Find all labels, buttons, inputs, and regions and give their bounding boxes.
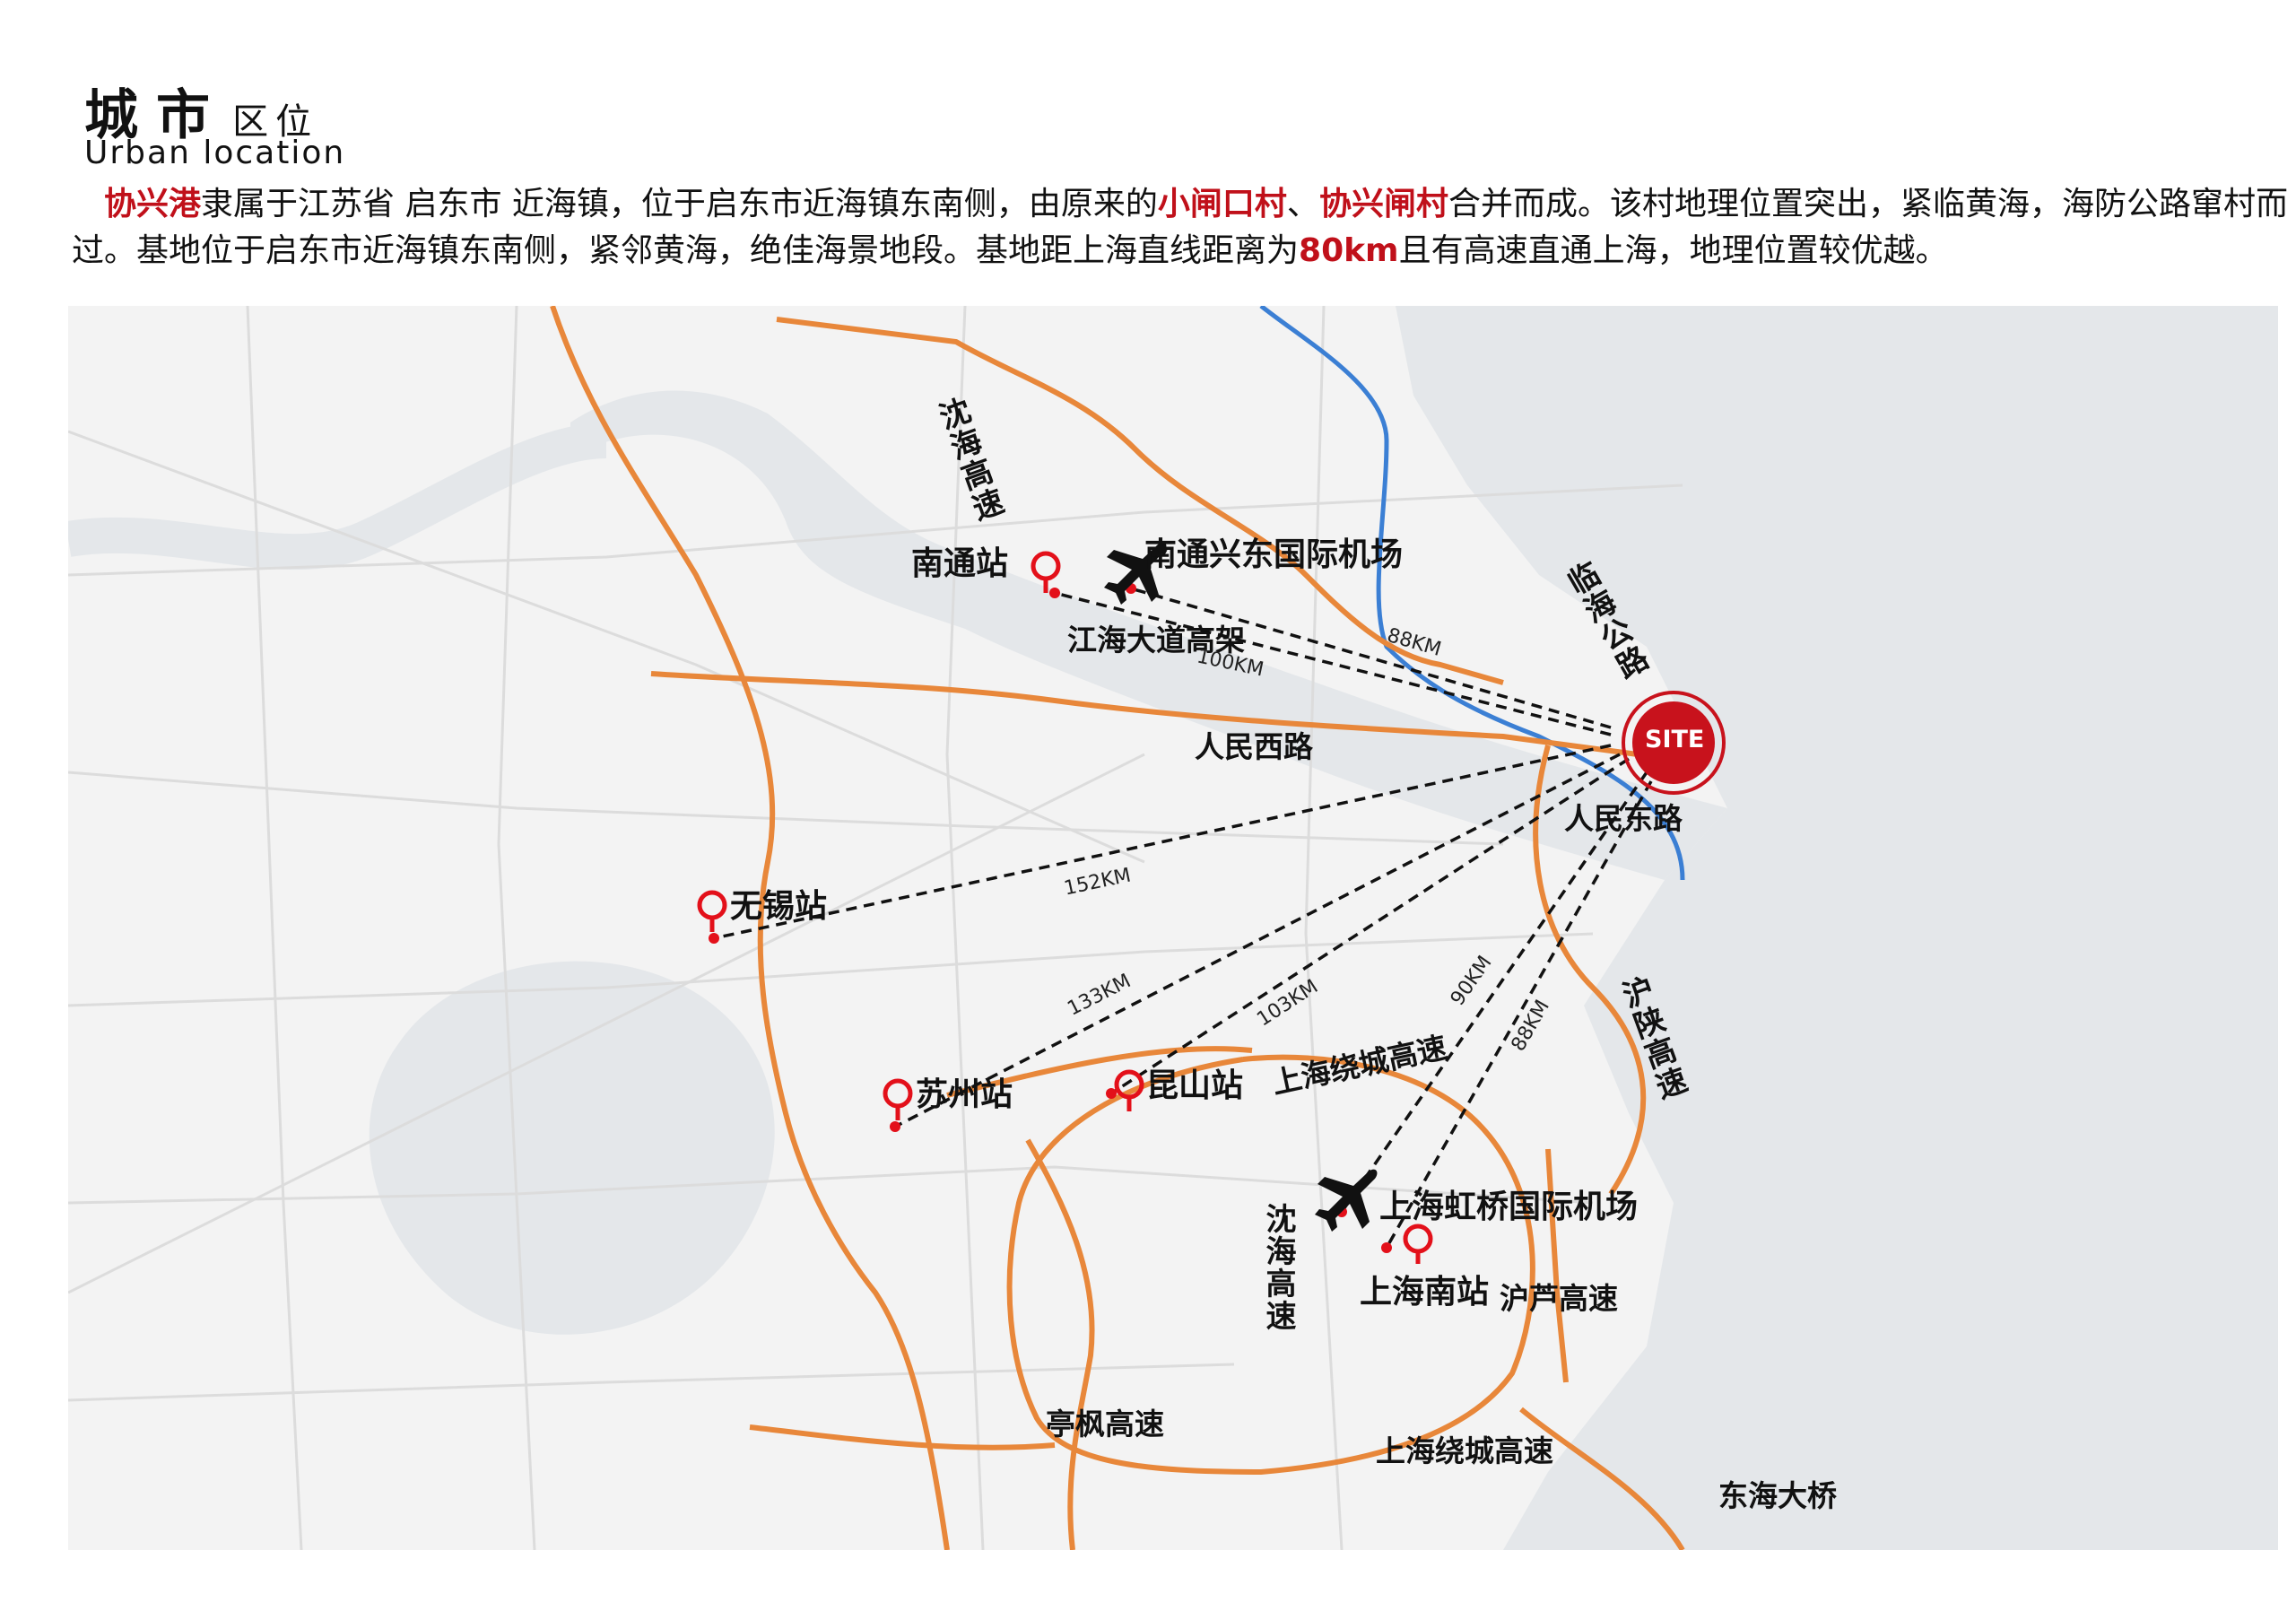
line-to-nt-airport	[1130, 587, 1612, 729]
site-marker	[1622, 691, 1726, 795]
station-icon-sh-south	[1403, 1224, 1433, 1264]
shenhai-south-road	[1025, 1138, 1095, 1550]
road-renmin-west: 人民西路	[1195, 729, 1313, 764]
top-road	[776, 317, 1504, 685]
highways	[550, 306, 1685, 1550]
road-hulu: 沪芦高速	[1500, 1281, 1618, 1316]
road-ring-south: 上海绕城高速	[1376, 1433, 1553, 1468]
station-icon-kunshan	[1114, 1069, 1144, 1111]
dot-nantong	[1049, 588, 1060, 598]
minor-roads	[68, 306, 1683, 1550]
line-to-suzhou	[894, 753, 1621, 1128]
shenhai-north-road	[550, 306, 950, 1550]
village-2: 协兴闸村	[1318, 186, 1448, 222]
title-english: Urban location	[84, 135, 346, 171]
desc-sep: 、	[1286, 186, 1319, 222]
road-tingfeng: 亭枫高速	[1046, 1407, 1164, 1441]
road-shenhai-south: 沈海高速	[1260, 1203, 1296, 1332]
sea-area	[1396, 306, 2278, 1550]
distance-highlight: 80km	[1299, 232, 1399, 269]
station-sh-south: 上海南站	[1360, 1274, 1490, 1311]
tingfeng-road	[749, 1424, 1056, 1450]
page-title: 城市 区位	[84, 72, 318, 150]
site-label: SITE	[1645, 726, 1705, 753]
station-icon-nantong	[1031, 551, 1061, 593]
desc-text-a: 隶属于江苏省 启东市 近海镇，位于启东市近海镇东南侧，由原来的	[201, 186, 1158, 222]
airplane-icon-nantong	[1104, 542, 1167, 605]
station-wuxi: 无锡站	[730, 888, 828, 925]
desc-text-b: 合并而成。该村地理位置突出，紧临黄海，海防公路窜村而过。基地位于启东市近海镇东南…	[72, 186, 2288, 269]
line-to-nantong	[1054, 591, 1612, 736]
renmin-road	[650, 671, 1639, 757]
tai-lake	[369, 961, 775, 1335]
desc-text-c: 且有高速直通上海，地理位置较优越。	[1398, 232, 1948, 269]
hulu-road	[1545, 1148, 1569, 1383]
village-1: 小闸口村	[1157, 186, 1287, 222]
donghai-bridge-road	[1519, 1407, 1685, 1550]
description-paragraph: 协兴港隶属于江苏省 启东市 近海镇，位于启东市近海镇东南侧，由原来的小闸口村、协…	[72, 181, 2296, 274]
station-nantong: 南通站	[911, 545, 1009, 582]
yangtze-river	[570, 390, 1727, 880]
station-icon-suzhou	[883, 1078, 913, 1120]
airport-nantong: 南通兴东国际机场	[1144, 536, 1404, 573]
line-to-wuxi	[713, 744, 1612, 940]
station-icons	[697, 551, 1433, 1264]
dot-suzhou	[890, 1121, 900, 1132]
dot-kunshan	[1106, 1088, 1117, 1099]
dot-sh-south	[1381, 1242, 1392, 1253]
east-road	[1533, 745, 1647, 1196]
distance-lines	[713, 587, 1653, 1249]
ring-link	[946, 1046, 1253, 1098]
airport-hongqiao: 上海虹桥国际机场	[1379, 1189, 1639, 1225]
blue-river	[1259, 306, 1685, 881]
location-map: SITE 南通站 无锡站 苏州站 昆山站 上海南站 南通兴东国际机场 上海虹桥国…	[68, 306, 2278, 1550]
station-kunshan: 昆山站	[1146, 1067, 1244, 1104]
title-main: 城市	[84, 84, 228, 147]
village-name: 协兴港	[104, 186, 202, 222]
station-suzhou: 苏州站	[916, 1076, 1013, 1113]
map-canvas	[68, 306, 2278, 1550]
road-donghai-bridge: 东海大桥	[1718, 1478, 1837, 1513]
airplane-icon-hongqiao	[1315, 1169, 1378, 1232]
river-west	[68, 422, 607, 570]
line-to-kunshan	[1110, 757, 1630, 1095]
airplane-icons	[1104, 542, 1378, 1232]
road-jianghai: 江海大道高架	[1067, 623, 1245, 658]
dot-wuxi	[709, 933, 719, 944]
road-renmin-east: 人民东路	[1564, 801, 1683, 836]
station-icon-wuxi	[697, 890, 727, 932]
shanghai-ring	[1006, 1054, 1535, 1476]
title-sub: 区位	[232, 101, 319, 143]
